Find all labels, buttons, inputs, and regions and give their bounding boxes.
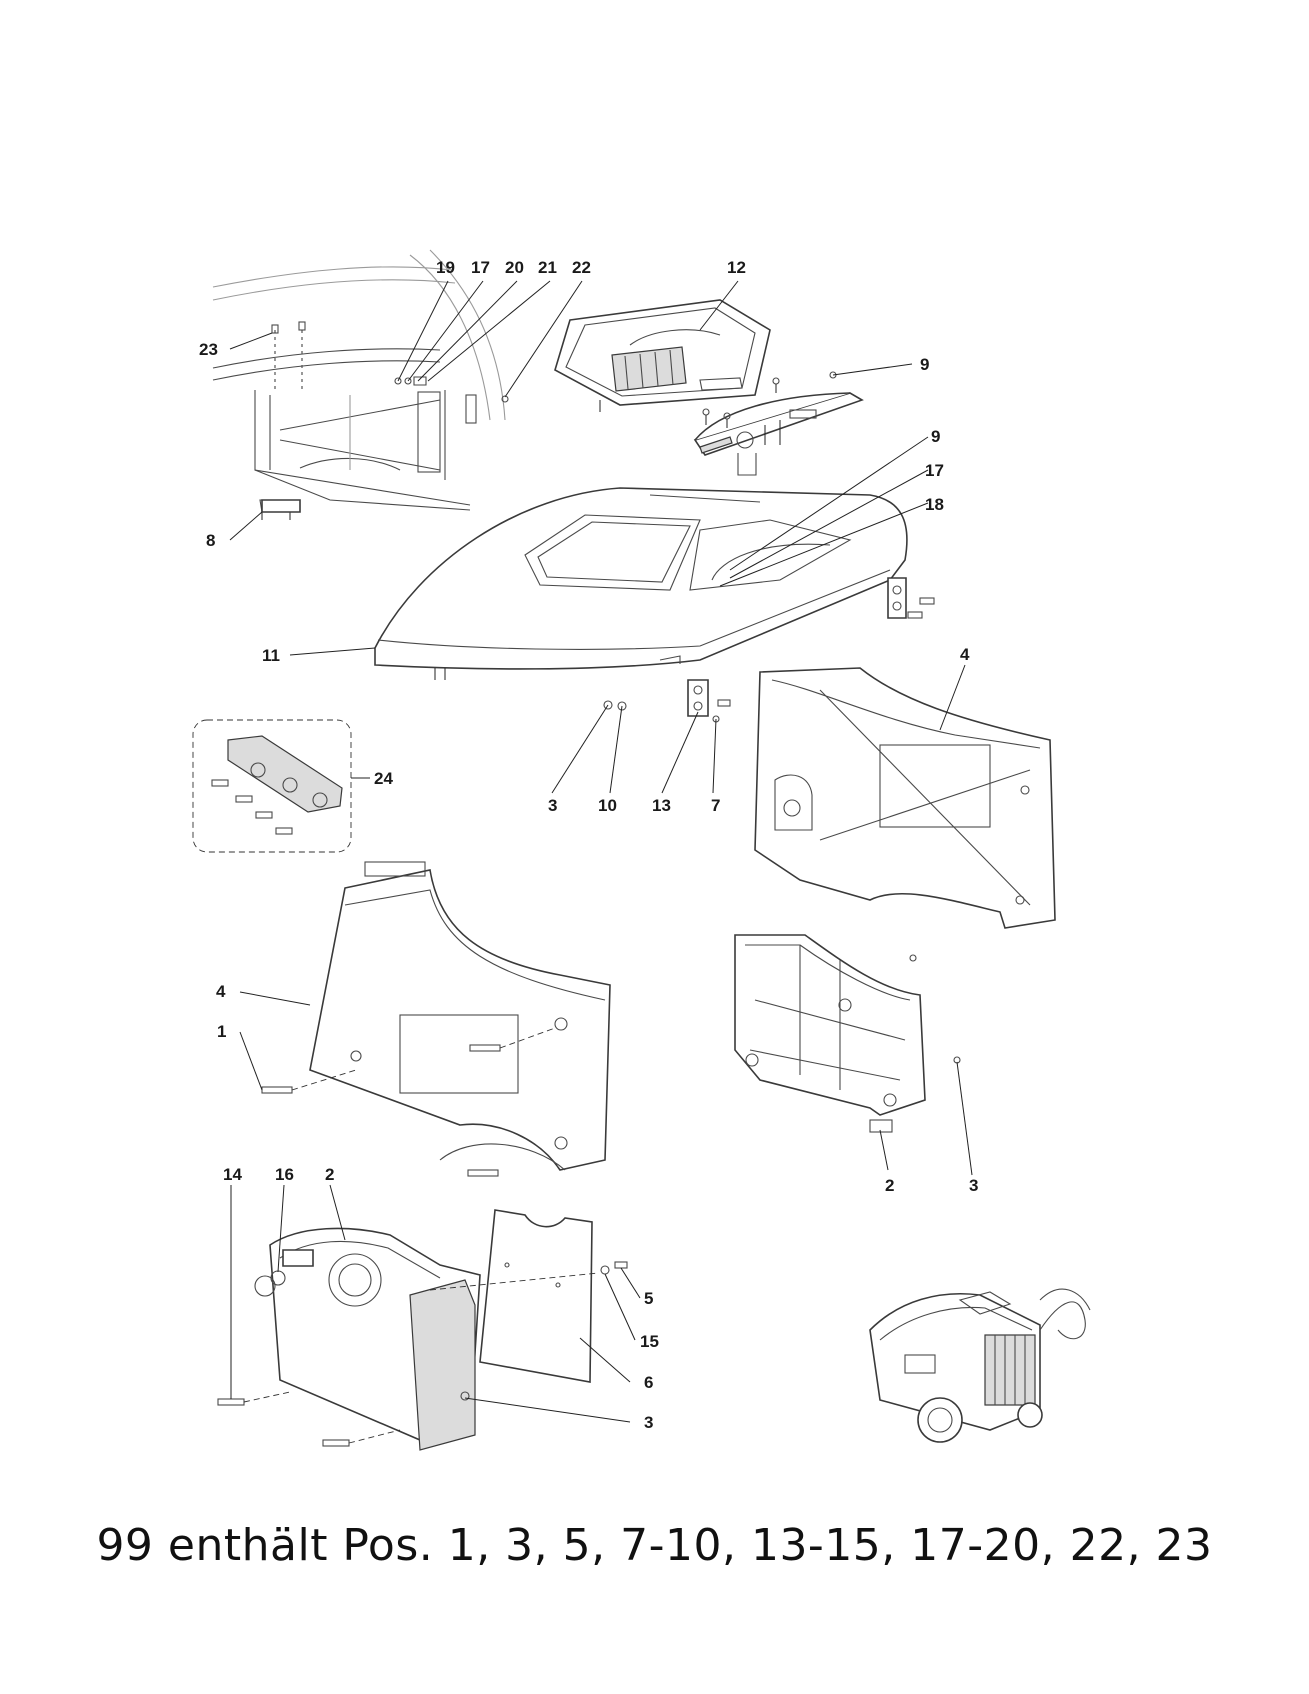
label-6: 6 [644, 1373, 653, 1392]
label-14: 14 [223, 1165, 242, 1184]
label-16: 16 [275, 1165, 294, 1184]
label-18: 18 [925, 495, 944, 514]
label-7: 7 [711, 796, 720, 815]
label-4: 4 [960, 645, 970, 664]
label-9: 9 [920, 355, 929, 374]
label-11: 11 [262, 646, 280, 665]
part-24-clip-set [192, 719, 352, 853]
label-3: 3 [644, 1413, 653, 1432]
label-17: 17 [471, 258, 490, 277]
label-10: 10 [598, 796, 617, 815]
label-4: 4 [216, 982, 226, 1001]
label-5: 5 [644, 1289, 653, 1308]
label-3: 3 [548, 796, 557, 815]
machine-overview-illustration [869, 1288, 1091, 1443]
hinge-right [887, 577, 935, 619]
label-12: 12 [727, 258, 746, 277]
part-4-side-panel-left [309, 861, 611, 1171]
label-24: 24 [374, 769, 393, 788]
part-number-labels: 19 17 20 21 22 12 23 9 9 17 18 8 11 4 24… [199, 258, 978, 1432]
part-11-hood [374, 487, 908, 680]
label-22: 22 [572, 258, 591, 277]
label-23: 23 [199, 340, 218, 359]
label-17: 17 [925, 461, 944, 480]
part-2-inner-frame [734, 934, 961, 1133]
label-3: 3 [969, 1176, 978, 1195]
parts-kit-caption: 99 enthält Pos. 1, 3, 5, 7-10, 13-15, 17… [96, 1520, 1213, 1571]
label-19: 19 [436, 258, 455, 277]
label-13: 13 [652, 796, 671, 815]
label-21: 21 [538, 258, 557, 277]
part-6-plate [429, 1209, 628, 1383]
label-2: 2 [325, 1165, 334, 1184]
part-8-bracket [261, 499, 301, 513]
part-2-front-cover [217, 1227, 481, 1451]
label-1: 1 [217, 1022, 226, 1041]
part-13-hinge [603, 679, 731, 723]
label-2: 2 [885, 1176, 894, 1195]
label-9: 9 [931, 427, 940, 446]
part-12-tray [554, 299, 771, 412]
label-15: 15 [640, 1332, 659, 1351]
part-9-control-panel [693, 371, 864, 476]
label-20: 20 [505, 258, 524, 277]
leader-lines [229, 280, 973, 1423]
label-8: 8 [206, 531, 215, 550]
machine-frame-context [212, 249, 509, 520]
part-4-side-panel-right [754, 667, 1056, 929]
screws-panel-left [261, 1027, 556, 1177]
